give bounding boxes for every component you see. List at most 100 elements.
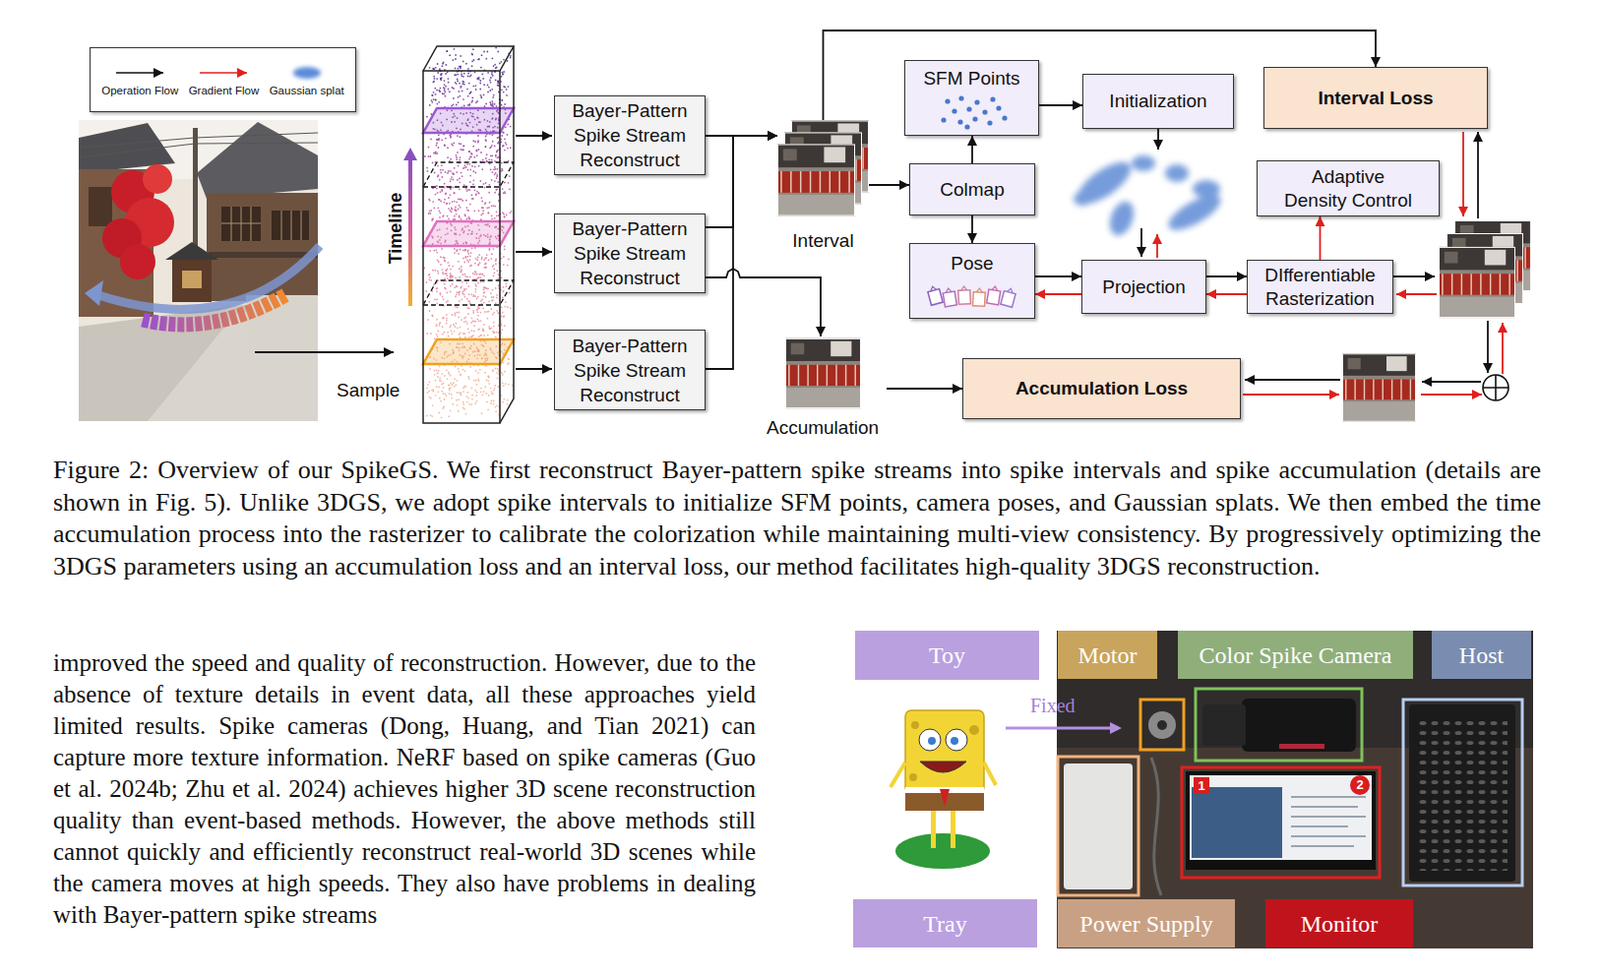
spike-dots [449,381,452,384]
spike-dots [504,382,507,385]
spike-dots [459,156,462,159]
point-dot [982,110,987,116]
street-scene [78,132,318,158]
setup-photo [1189,775,1372,861]
spike-dots [437,101,440,104]
spike-dots [503,190,506,193]
spike-dots [492,268,495,271]
spike-dots [464,249,467,252]
spike-dots [502,290,505,293]
spike-dots [484,186,487,189]
spike-dots [470,156,473,159]
spike-dots [480,151,483,154]
spike-dots [443,183,446,185]
spike-dots [469,175,472,178]
spike-dots [445,202,448,205]
spike-dots [441,62,444,65]
spike-dots [458,178,461,181]
spike-dots [427,318,430,321]
process-box: SFM Points [904,60,1040,136]
spike-dots [441,271,444,274]
spike-dots [443,144,446,147]
flow-arrow [116,71,164,74]
spike-dots [437,412,440,415]
spike-dots [466,255,469,258]
spike-dots [473,209,476,212]
spike-dots [434,66,437,69]
spike-dots [501,99,504,102]
spike-dots [470,74,473,77]
spike-dots [462,407,465,410]
box-label: Adaptive Density Control [1280,165,1416,213]
process-box: Colmap [909,163,1036,216]
spike-dots [444,137,447,140]
spike-dots [487,317,490,320]
spike-dots [481,412,484,415]
spike-dots [481,168,484,171]
spike-dots [486,392,489,395]
spike-dots [465,288,468,291]
spike-dots [459,135,462,138]
spike-dots [457,252,460,255]
spike-dots [431,67,434,70]
spike-dots [477,371,480,374]
spike-dots [494,188,497,191]
spike-dots [467,391,470,394]
spike-dots [460,265,463,268]
spike-dots [435,187,438,190]
spike-dots [501,187,504,190]
spike-dots [506,363,509,366]
spike-dots [456,73,459,76]
spike-dots [505,214,508,217]
gradient-arrow [1462,131,1465,217]
spike-dots [471,317,474,320]
spike-dots [462,369,465,371]
process-box: Bayer-Pattern Spike Stream Reconstruct [553,95,706,176]
spike-dots [503,216,506,219]
spike-dots [492,289,494,292]
point-dot [986,121,992,126]
spike-dots [450,210,453,213]
spike-dots [429,104,431,107]
spike-dots [477,296,480,299]
spike-dots [507,182,510,185]
gaussian-splats [1164,187,1227,237]
timeline-arrow [403,147,418,307]
spike-dots [458,204,461,207]
spike-dots [477,264,480,267]
spike-dots [507,258,510,261]
spike-dots [462,390,465,393]
spike-dots [475,291,478,294]
spike-dots [496,142,499,145]
spike-dots [479,88,482,91]
box-label: Bayer-Pattern Spike Stream Reconstruct [560,98,699,173]
legend-sample [110,61,170,84]
spike-dots [495,151,498,154]
spike-dots [429,273,431,276]
legend-item: Gradient Flow [188,61,260,98]
spike-dots [482,209,485,212]
spike-dots [481,257,484,260]
spike-dots [505,143,508,146]
spike-dots [447,335,450,338]
spike-dots [500,162,503,165]
spike-dots [468,377,471,380]
spike-dots [447,384,450,387]
spike-dots [439,169,442,172]
spike-dots [493,180,496,183]
box-label: Interval Loss [1317,86,1433,111]
spike-dots [470,293,473,296]
spike-dots [445,202,448,205]
spike-dots [492,57,494,60]
spike-dots [493,217,496,220]
spike-dots [460,74,463,77]
spike-dots [508,188,511,191]
spike-cube [423,46,514,424]
spike-dots [437,133,440,136]
spike-dots [457,96,460,99]
spike-dots [502,362,505,365]
spike-dots [430,397,432,400]
setup-photo [1191,787,1283,859]
street-scene [120,244,156,280]
camera-frame [945,288,953,294]
